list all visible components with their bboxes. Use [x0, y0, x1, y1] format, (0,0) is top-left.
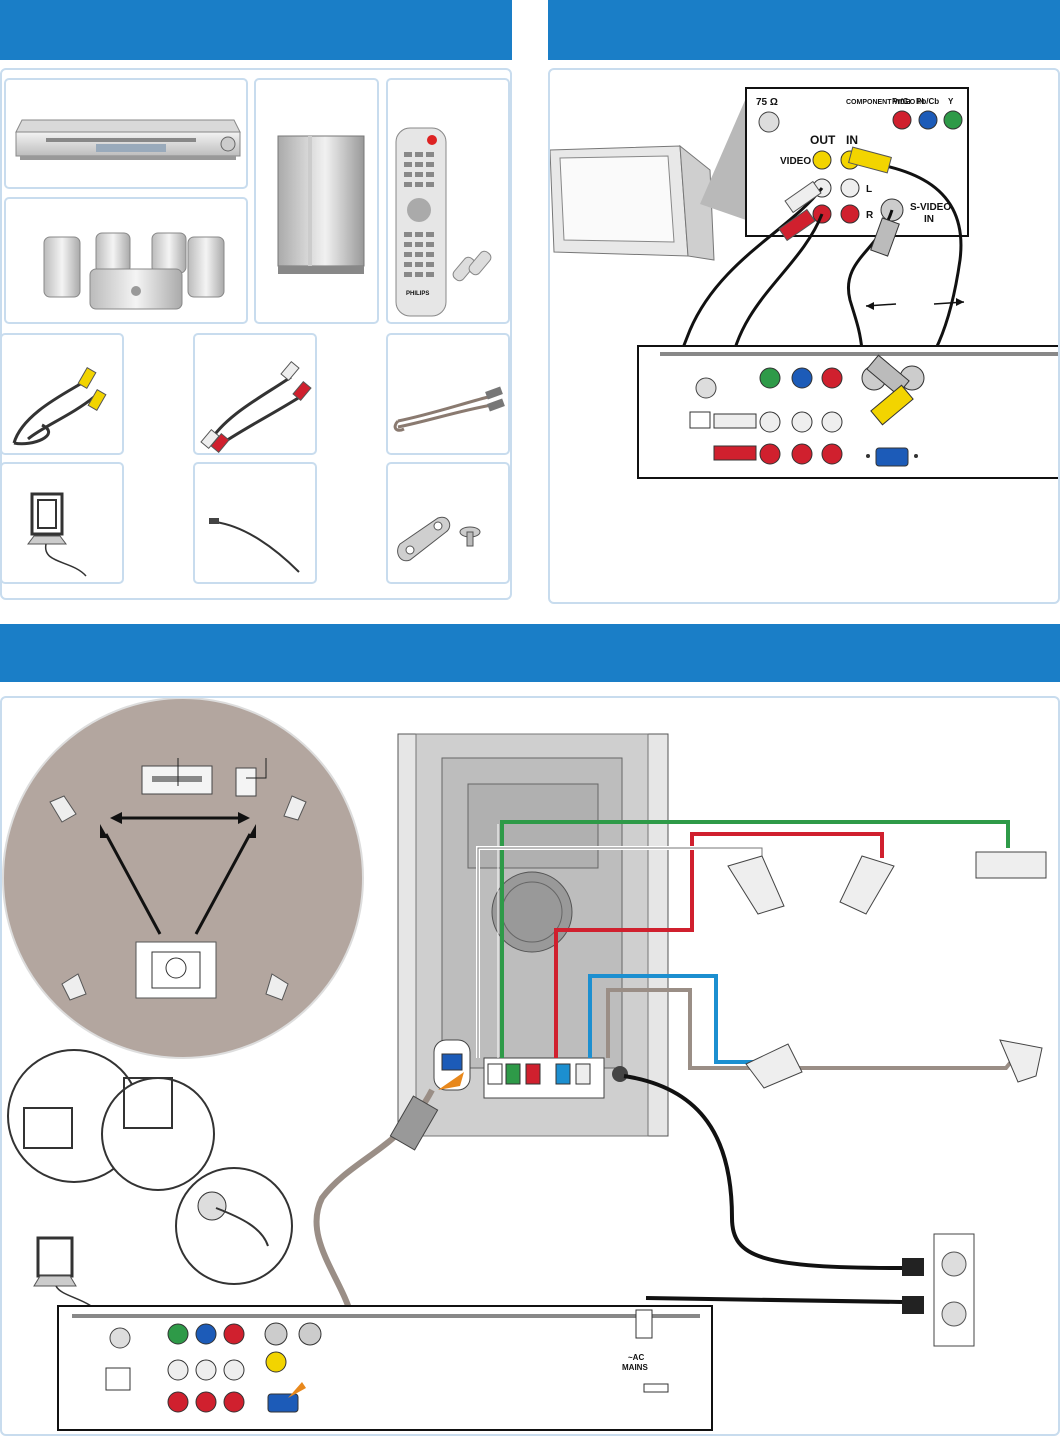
- wall-outlet-icon: [933, 1233, 975, 1347]
- speaker-setup-diagram: ~AC MAINS: [2, 698, 1047, 1431]
- rear-right-speaker-icon: [999, 1039, 1043, 1083]
- remote-control-icon: PHILIPS: [395, 127, 492, 317]
- tv-component-label: COMPONENT VIDEO IN: [846, 99, 924, 106]
- svg-text:IN: IN: [924, 214, 934, 225]
- header-band-speaker-setup: [0, 624, 1060, 682]
- tv-impedance-label: 75 Ω: [756, 97, 778, 108]
- item-scart-cable: [386, 333, 510, 455]
- room-front-right-speaker: [283, 795, 307, 821]
- item-video-cable: [0, 333, 124, 455]
- remote-brand-label: PHILIPS: [406, 291, 429, 297]
- header-band-contents: [0, 0, 512, 60]
- tv-pb-label: Pb/Cb: [916, 97, 939, 106]
- tv-in-label: IN: [846, 133, 858, 147]
- dvd-player-icon: [15, 119, 241, 160]
- wire-antenna-icon: [209, 518, 300, 573]
- room-layout-circle: [2, 698, 364, 1059]
- speaker-setup-panel: ~AC MAINS: [0, 696, 1060, 1436]
- audio-cable-icon: [200, 360, 312, 453]
- bracket-screw-icon: [397, 516, 481, 562]
- item-audio-cable: [193, 333, 317, 455]
- tv-svideo-label: S-VIDEO: [910, 202, 951, 213]
- subwoofer-icon: [277, 135, 365, 274]
- room-rear-left-speaker: [61, 973, 87, 1001]
- antenna-plug-detail: [175, 1167, 293, 1285]
- front-right-speaker-icon: [839, 855, 895, 915]
- antenna-detail-right: [101, 1077, 215, 1191]
- am-antenna-icon: [36, 1236, 74, 1278]
- item-subwoofer: [254, 78, 379, 324]
- item-mounting-bracket: [386, 462, 510, 584]
- tv-connection-diagram: 75 Ω COMPONENT VIDEO IN Pr/Cr Pb/Cb Y OU…: [550, 87, 1058, 479]
- header-band-tv-connection: [548, 0, 1060, 60]
- item-remote-control: PHILIPS: [386, 78, 510, 324]
- tv-connection-panel: 75 Ω COMPONENT VIDEO IN Pr/Cr Pb/Cb Y OU…: [548, 68, 1060, 604]
- tv-video-label: VIDEO: [780, 156, 811, 167]
- room-rear-right-speaker: [265, 973, 289, 1001]
- dvd-rear-panel: [57, 1305, 713, 1431]
- front-left-speaker-icon: [727, 855, 785, 915]
- video-cable-icon: [12, 367, 107, 446]
- rear-left-speaker-icon: [745, 1043, 803, 1089]
- subwoofer-fan-icon: [491, 871, 573, 953]
- multi-cable-icon: [393, 386, 505, 432]
- ac-mains-label-2: MAINS: [622, 1363, 648, 1372]
- room-front-left-speaker: [49, 795, 77, 823]
- item-speakers: [4, 197, 248, 324]
- loop-antenna-icon: [27, 492, 87, 577]
- tv-pr-label: Pr/Cr: [892, 97, 912, 106]
- room-subwoofer-icon: [235, 767, 257, 797]
- tv-y-label: Y: [948, 97, 954, 106]
- center-speaker-icon: [975, 851, 1047, 879]
- tv-out-label: OUT: [810, 133, 836, 147]
- tv-l-label: L: [866, 184, 872, 195]
- item-am-loop-antenna: [0, 462, 124, 584]
- speaker-set-icon: [43, 232, 225, 310]
- ac-mains-label-1: ~AC: [628, 1353, 644, 1362]
- item-dvd-player: [4, 78, 248, 189]
- tv-r-label: R: [866, 210, 874, 221]
- item-fm-wire-antenna: [193, 462, 317, 584]
